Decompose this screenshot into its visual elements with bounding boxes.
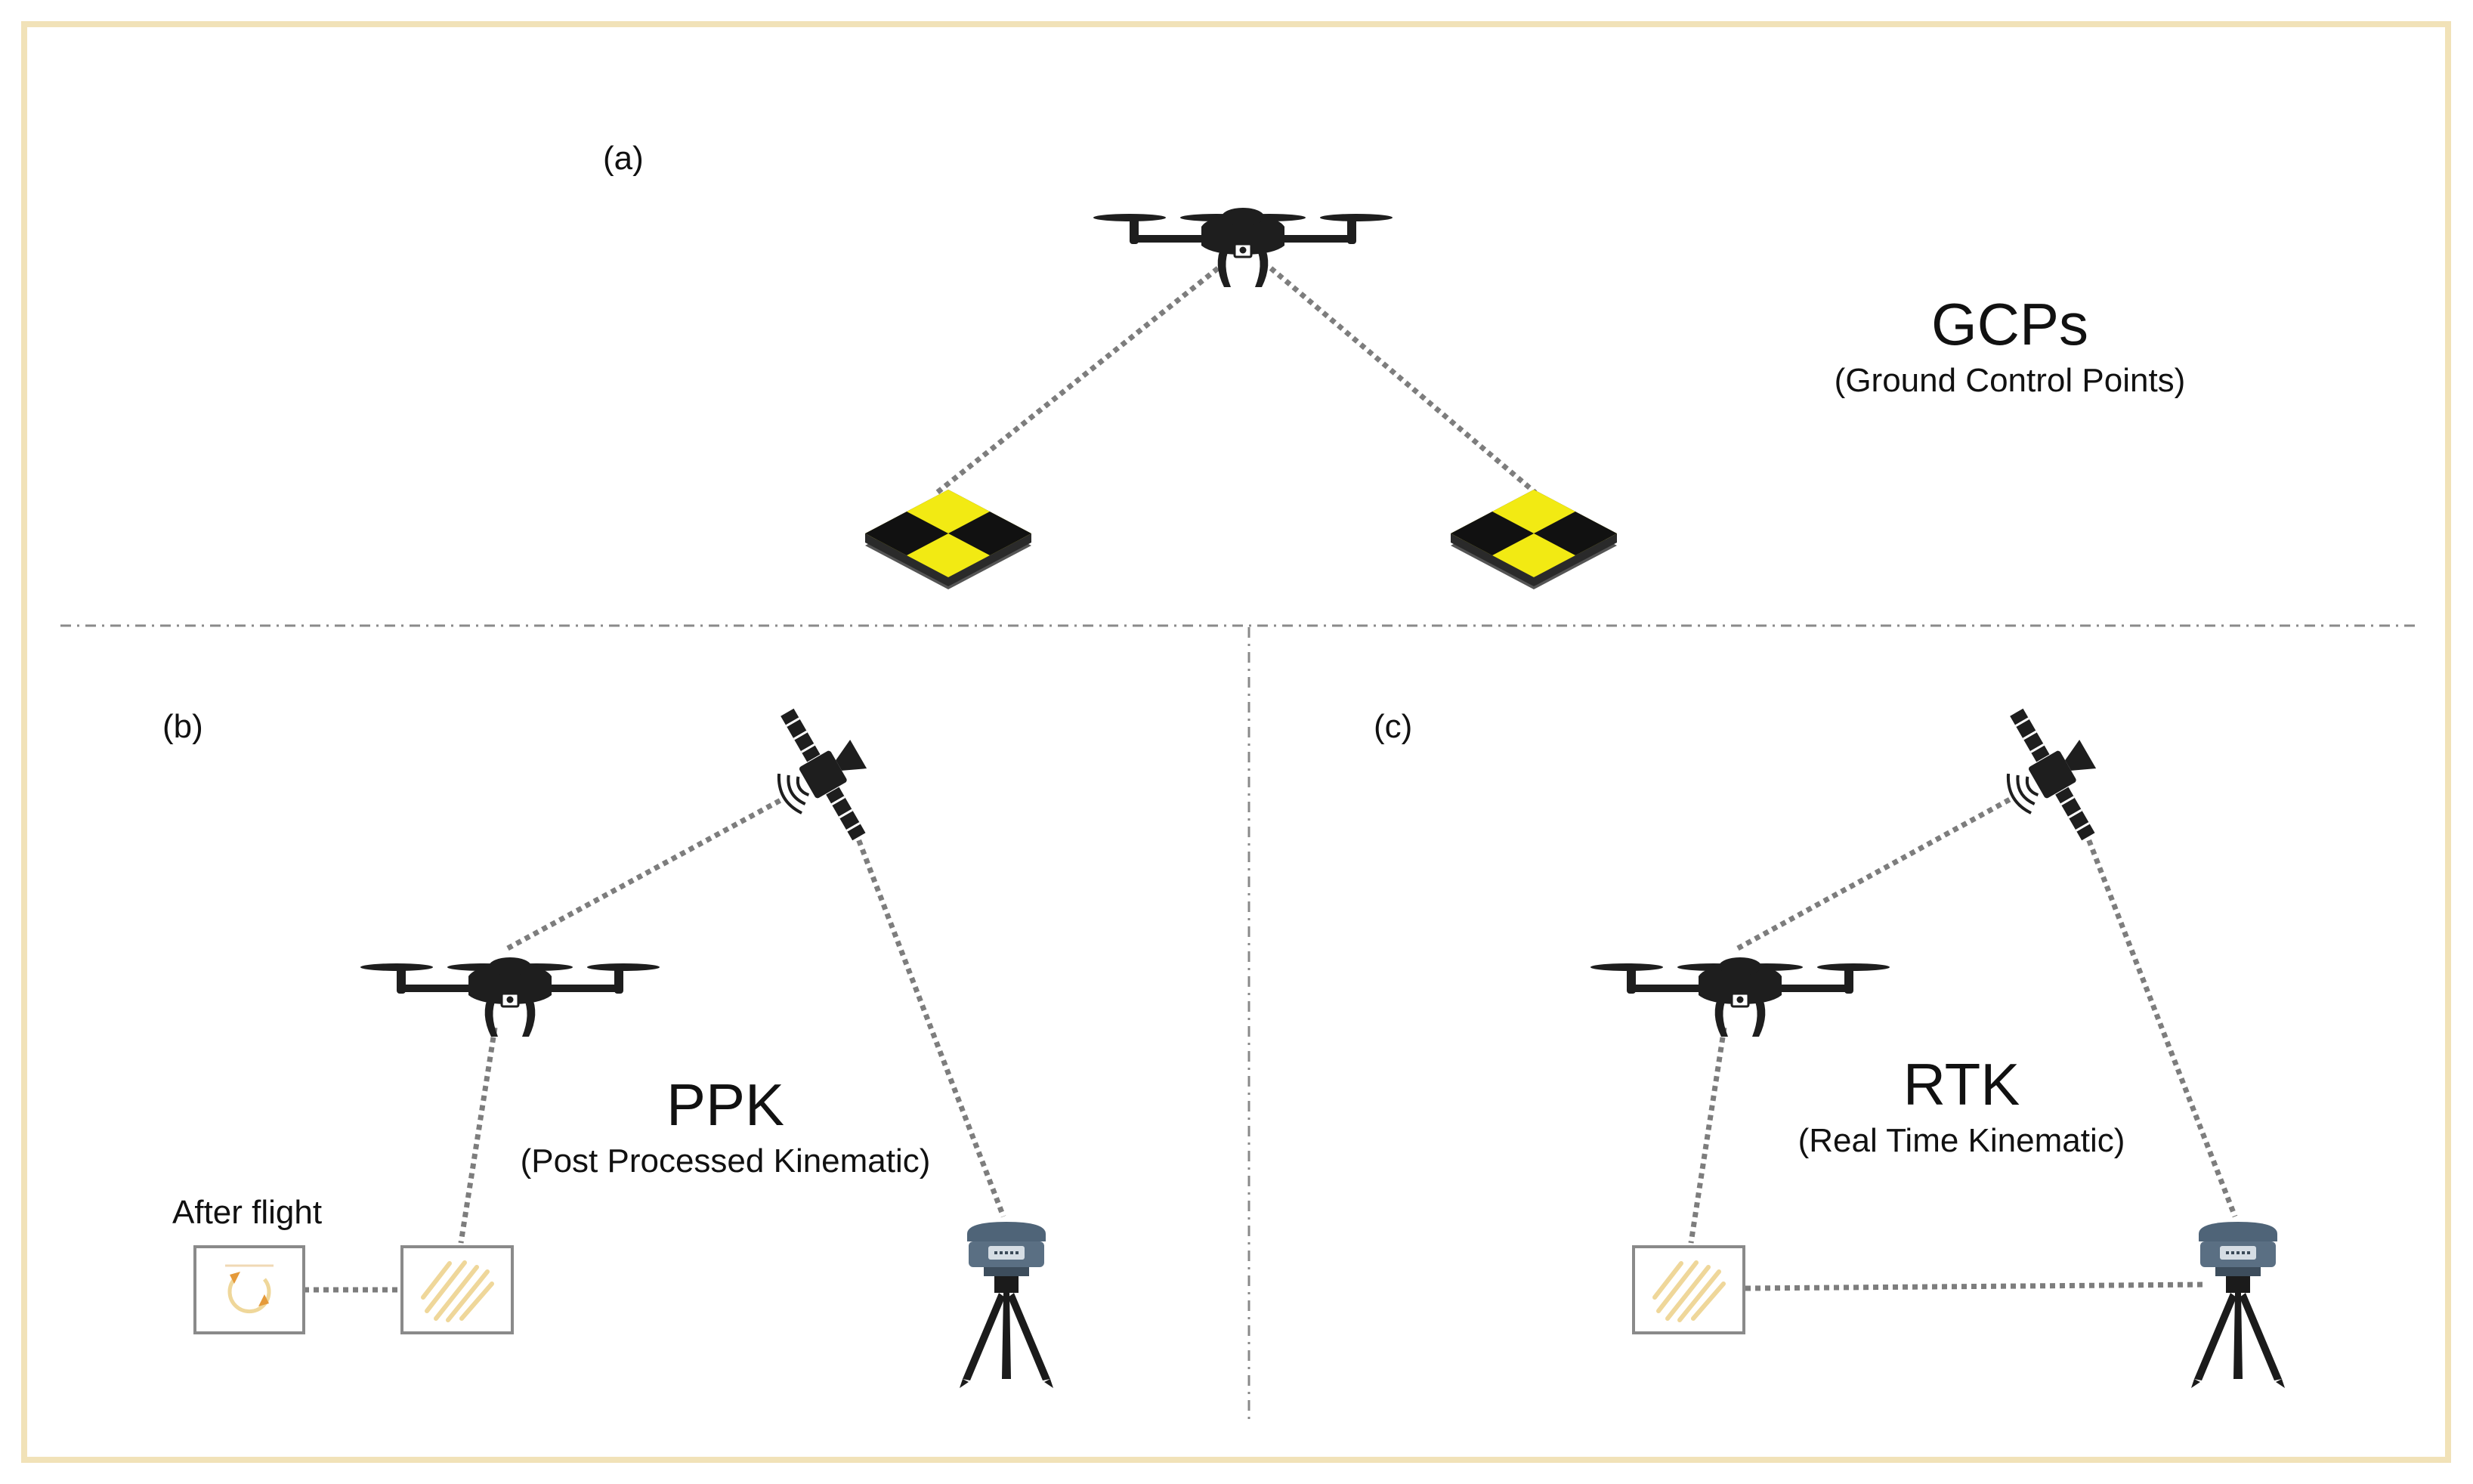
panel-a-subtitle: (Ground Control Points) [1834, 362, 2186, 399]
panel-c-subtitle: (Real Time Kinematic) [1798, 1122, 2125, 1159]
panel-a-title: GCPs [1930, 291, 2089, 357]
ppk-link-satellite-base [852, 830, 1006, 1218]
ppk-link-drone-satellite [506, 796, 784, 951]
panel-c-label: (c) [1374, 708, 1413, 745]
after-flight-label: After flight [172, 1194, 323, 1231]
panel-a-label: (a) [603, 140, 644, 177]
panel-b-title: PPK [666, 1071, 785, 1138]
rtk-link-data-base [1745, 1281, 2207, 1291]
rtk-link-satellite-base [2082, 830, 2238, 1218]
data-box [1632, 1245, 1745, 1334]
rtk-link-drone-data [1688, 1027, 1727, 1244]
outer-frame [21, 21, 2451, 1463]
panel-b-label: (b) [162, 708, 203, 745]
panel-b-subtitle: (Post Processed Kinematic) [520, 1142, 931, 1179]
gcp-link-left [935, 266, 1220, 495]
ppk-link-drone-data [458, 1027, 498, 1244]
gcp-link-right [1269, 266, 1538, 495]
rtk-link-drone-satellite [1736, 796, 2011, 951]
panel-c-title: RTK [1903, 1051, 2020, 1118]
processing-box [193, 1245, 305, 1334]
